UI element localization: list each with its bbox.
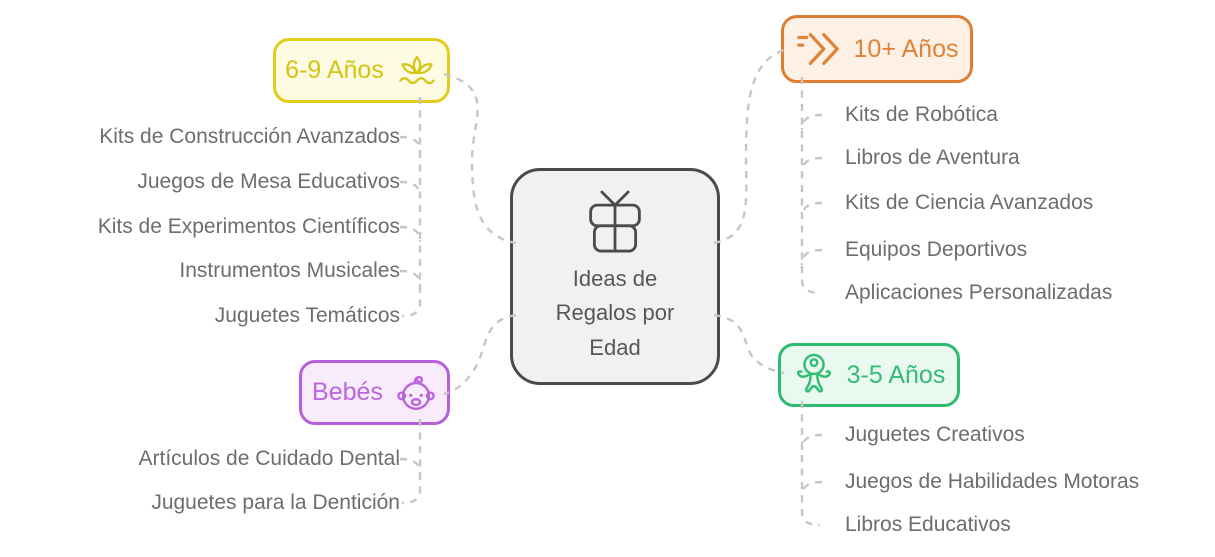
branch-node-bebes[interactable]: Bebés — [299, 360, 450, 425]
seedling-icon — [396, 50, 438, 92]
fast-forward-icon — [796, 30, 842, 68]
mindmap-item[interactable]: Juguetes Creativos — [845, 423, 1025, 446]
baby-icon — [395, 372, 437, 414]
mindmap-item[interactable]: Libros Educativos — [845, 513, 1011, 536]
child-icon — [793, 352, 835, 398]
branch-label: 6-9 Años — [285, 56, 384, 84]
branch-label: Bebés — [312, 378, 383, 406]
edge-center-3-5 — [713, 313, 785, 375]
tick-item — [800, 201, 823, 219]
spine-10plus — [800, 77, 821, 295]
tick-item — [399, 180, 422, 198]
mindmap-item[interactable]: Juguetes para la Dentición — [151, 491, 400, 514]
mindmap-item[interactable]: Equipos Deportivos — [845, 238, 1028, 261]
branch-node-10-plus-anos[interactable]: 10+ Años — [781, 15, 973, 83]
mindmap-item[interactable]: Kits de Experimentos Científicos — [97, 215, 400, 238]
branch-node-3-5-anos[interactable]: 3-5 Años — [778, 343, 960, 407]
mindmap-item[interactable]: Artículos de Cuidado Dental — [138, 447, 401, 470]
tick-item — [399, 457, 422, 475]
spine-6-9 — [401, 97, 422, 318]
tick-item — [800, 113, 823, 131]
spine-3-5 — [800, 401, 821, 527]
tick-item — [399, 135, 422, 153]
edge-center-bebes — [443, 313, 517, 396]
mindmap-item[interactable]: Libros de Aventura — [845, 146, 1020, 169]
central-node[interactable]: Ideas de Regalos por Edad — [510, 168, 720, 385]
mindmap-item[interactable]: Juguetes Temáticos — [214, 304, 400, 327]
tick-item — [800, 156, 823, 174]
tick-item — [800, 248, 823, 266]
mindmap-item[interactable]: Aplicaciones Personalizadas — [845, 281, 1113, 304]
central-node-title: Ideas de Regalos por Edad — [555, 266, 675, 360]
mindmap-item[interactable]: Kits de Ciencia Avanzados — [845, 191, 1094, 214]
tick-item — [800, 480, 823, 498]
branch-label: 3-5 Años — [846, 360, 946, 389]
tick-item — [399, 225, 422, 243]
tick-item — [399, 269, 422, 287]
gift-icon — [585, 188, 645, 256]
spine-bebes — [401, 419, 422, 505]
tick-item — [800, 433, 823, 451]
edge-center-6-9 — [443, 72, 517, 245]
mindmap-item[interactable]: Kits de Construcción Avanzados — [99, 125, 400, 148]
mindmap-item[interactable]: Juegos de Habilidades Motoras — [845, 470, 1140, 493]
branch-label: 10+ Años — [853, 34, 959, 63]
edge-center-10plus — [713, 47, 788, 245]
mindmap-item[interactable]: Juegos de Mesa Educativos — [137, 170, 400, 193]
mindmap-item[interactable]: Kits de Robótica — [845, 103, 998, 126]
mindmap-item[interactable]: Instrumentos Musicales — [179, 259, 400, 282]
branch-node-6-9-anos[interactable]: 6-9 Años — [273, 38, 450, 103]
